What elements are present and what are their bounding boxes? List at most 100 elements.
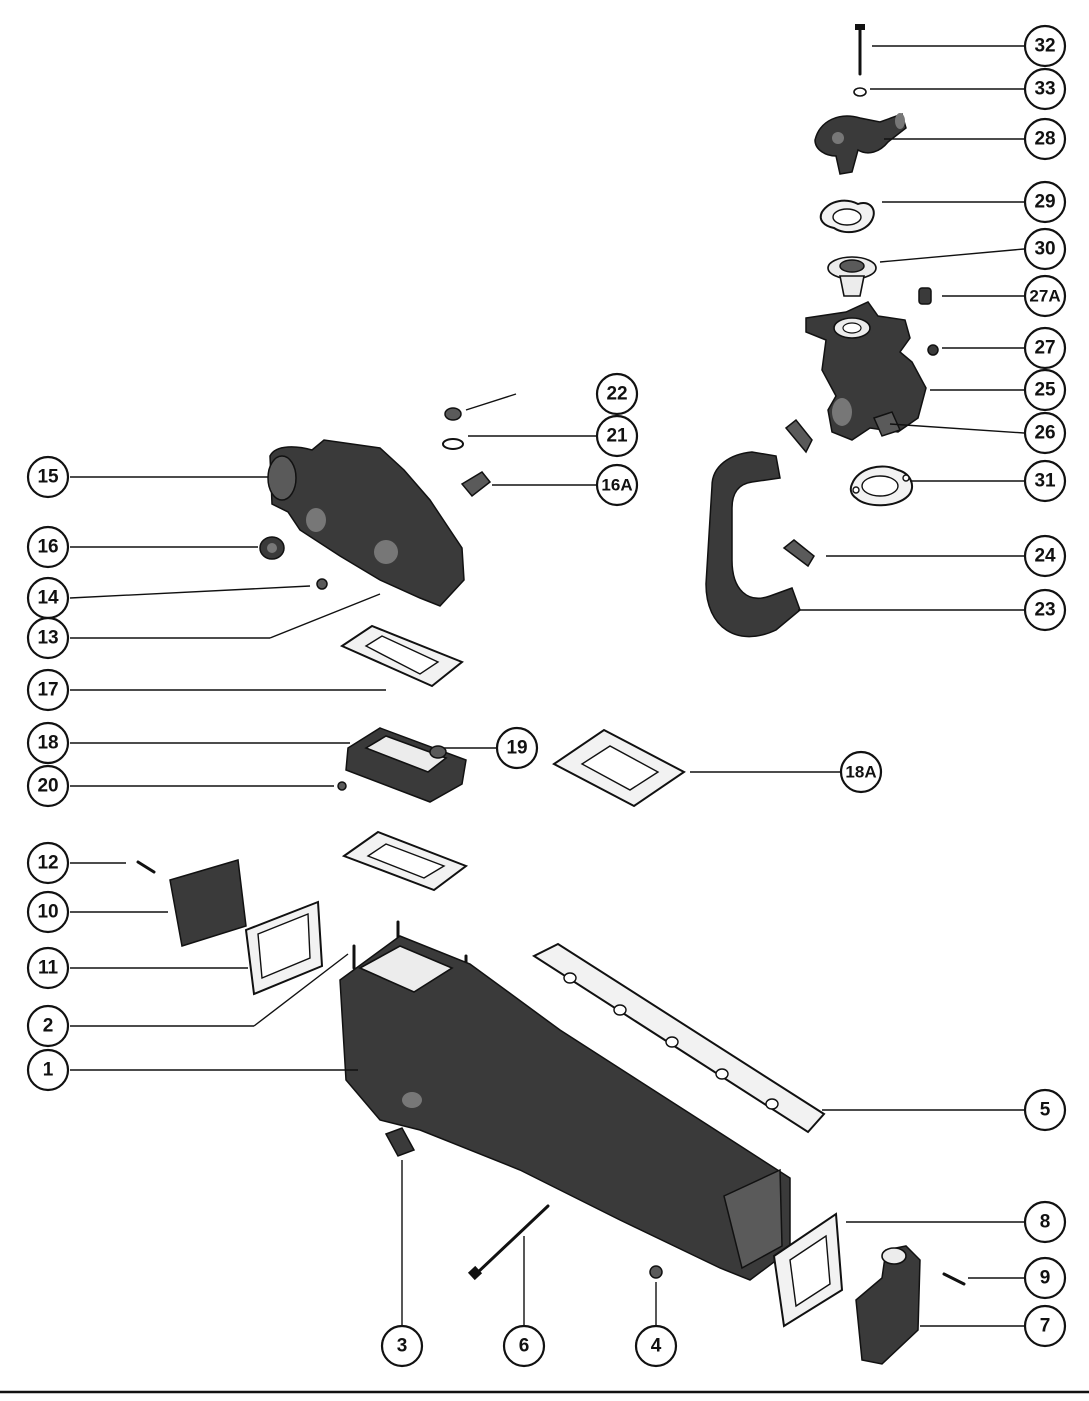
part-12-screw — [136, 860, 156, 874]
callout-5: 5 — [1023, 1088, 1067, 1132]
part-23-hose — [705, 451, 801, 638]
part-8-gasket — [772, 1212, 844, 1328]
callout-label: 23 — [1034, 600, 1055, 621]
callout-18: 18 — [26, 721, 70, 765]
part-20-screw — [337, 781, 347, 791]
part-10-cover-plate — [169, 859, 247, 947]
callout-label: 11 — [38, 958, 59, 979]
callout-18a: 18A — [839, 750, 883, 794]
part-16a-fitting — [460, 471, 492, 498]
callout-label: 8 — [1040, 1212, 1051, 1233]
callout-label: 28 — [1034, 129, 1055, 150]
callout-28: 28 — [1023, 117, 1067, 161]
callout-17: 17 — [26, 668, 70, 712]
part-6-bolt — [467, 1204, 550, 1281]
part-gasket — [341, 830, 469, 892]
callout-22: 22 — [595, 372, 639, 416]
callout-12: 12 — [26, 841, 70, 885]
callout-13: 13 — [26, 616, 70, 660]
callout-label: 5 — [1040, 1100, 1051, 1121]
callout-10: 10 — [26, 890, 70, 934]
callout-label: 9 — [1040, 1268, 1051, 1289]
part-19-plug — [429, 745, 447, 759]
part-24-hose-clamp — [782, 418, 815, 568]
callout-label: 10 — [37, 902, 58, 923]
callout-3: 3 — [380, 1324, 424, 1368]
callout-label: 25 — [1034, 380, 1056, 401]
callout-1: 1 — [26, 1048, 70, 1092]
callout-label: 18 — [37, 733, 58, 754]
part-1-manifold — [339, 935, 791, 1281]
callout-30: 30 — [1023, 227, 1067, 271]
callout-8: 8 — [1023, 1200, 1067, 1244]
callout-23: 23 — [1023, 588, 1067, 632]
callout-6: 6 — [502, 1324, 546, 1368]
callout-19: 19 — [495, 726, 539, 770]
callout-16: 16 — [26, 525, 70, 569]
part-4-nut — [649, 1265, 663, 1279]
callout-11: 11 — [26, 946, 70, 990]
callout-label: 29 — [1034, 192, 1055, 213]
callout-32: 32 — [1023, 24, 1067, 68]
callout-label: 4 — [651, 1336, 662, 1357]
part-27-screw — [927, 344, 939, 356]
callout-29: 29 — [1023, 180, 1067, 224]
callout-label: 27A — [1029, 287, 1060, 306]
callout-label: 6 — [519, 1336, 530, 1357]
callout-label: 14 — [37, 588, 59, 609]
part-27a-plug — [918, 287, 932, 305]
callout-label: 2 — [43, 1016, 54, 1037]
callout-label: 26 — [1034, 423, 1055, 444]
callout-label: 33 — [1034, 79, 1055, 100]
part-3-plug — [384, 1127, 416, 1157]
callout-15: 15 — [26, 455, 70, 499]
callout-4: 4 — [634, 1324, 678, 1368]
callout-label: 12 — [37, 853, 58, 874]
part-11-gasket — [244, 900, 324, 996]
part-16-plug — [259, 536, 285, 560]
callout-label: 31 — [1034, 471, 1056, 492]
part-18-spacer — [345, 727, 467, 803]
callout-label: 15 — [37, 467, 59, 488]
callout-24: 24 — [1023, 534, 1067, 578]
part-21-washer — [442, 438, 464, 450]
part-32-screw — [855, 24, 865, 76]
part-15-elbow — [267, 439, 465, 607]
part-33-washer — [853, 87, 867, 97]
callout-label: 24 — [1034, 546, 1056, 567]
callout-7: 7 — [1023, 1304, 1067, 1348]
callout-16a: 16A — [595, 463, 639, 507]
leader-lines — [69, 45, 1025, 1327]
callout-31: 31 — [1023, 459, 1067, 503]
callout-label: 27 — [1034, 338, 1055, 359]
part-28-thermostat-housing — [814, 113, 907, 175]
callout-label: 16 — [37, 537, 58, 558]
callout-label: 1 — [43, 1060, 54, 1081]
callout-21: 21 — [595, 414, 639, 458]
part-25-housing — [805, 301, 927, 441]
callout-label: 17 — [37, 680, 58, 701]
callout-27: 27 — [1023, 326, 1067, 370]
part-14-screw — [316, 578, 328, 590]
callout-label: 22 — [606, 384, 627, 405]
callout-14: 14 — [26, 576, 70, 620]
part-7-elbow — [855, 1245, 921, 1365]
part-31-gasket — [849, 465, 914, 507]
callout-25: 25 — [1023, 368, 1067, 412]
callout-9: 9 — [1023, 1256, 1067, 1300]
part-5-gasket — [531, 942, 826, 1134]
callout-label: 13 — [37, 628, 58, 649]
callout-33: 33 — [1023, 67, 1067, 111]
callout-2: 2 — [26, 1004, 70, 1048]
callout-label: 7 — [1040, 1316, 1051, 1337]
callout-label: 19 — [506, 738, 527, 759]
part-18a-gasket — [552, 728, 686, 808]
callout-26: 26 — [1023, 411, 1067, 455]
callout-label: 32 — [1034, 36, 1055, 57]
callout-27a: 27A — [1023, 274, 1067, 318]
part-9-screw — [942, 1272, 966, 1286]
callout-label: 20 — [37, 776, 58, 797]
callout-label: 21 — [606, 426, 628, 447]
callout-label: 30 — [1034, 239, 1055, 260]
